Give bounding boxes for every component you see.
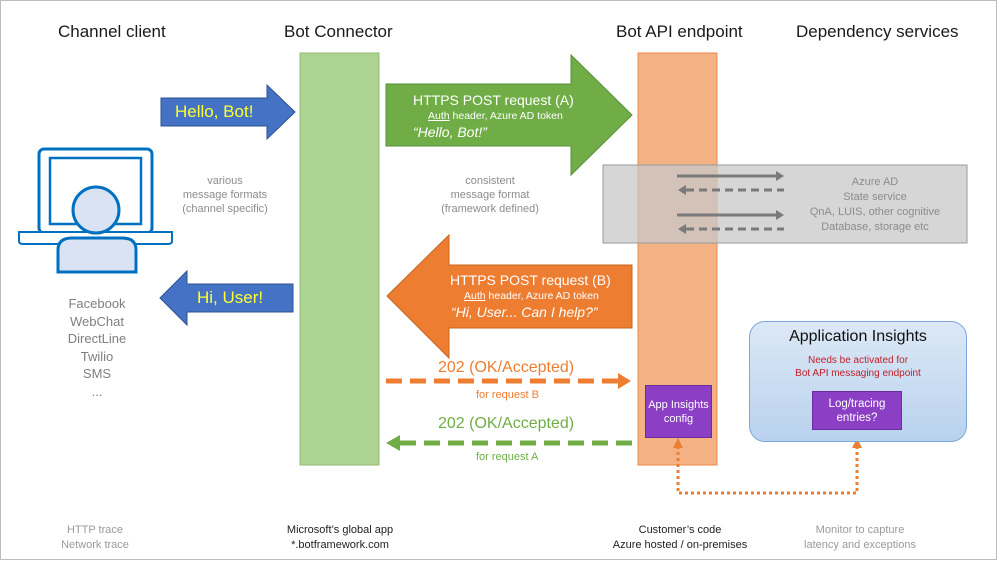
dependency-item: Azure AD xyxy=(851,176,899,188)
telemetry-arrowhead-log xyxy=(852,438,862,448)
hello-bot-arrow xyxy=(160,83,296,141)
response-b-status: 202 (OK/Accepted) xyxy=(438,359,575,376)
request-b-quote: “Hi, User... Can I help?” xyxy=(451,304,598,320)
response-a-status: 202 (OK/Accepted) xyxy=(438,415,575,432)
channel-item: ... xyxy=(91,383,103,399)
user-computer-icon xyxy=(18,147,173,274)
connector-format-note-line-3: (framework defined) xyxy=(441,203,539,215)
footer-monitor-line-1: Monitor to capture xyxy=(815,524,905,536)
request-a-auth: Auth header, Azure AD token xyxy=(428,110,563,122)
dependency-request-arrowhead-2 xyxy=(776,210,784,220)
dependency-arrows xyxy=(677,171,784,234)
channel-list: Facebook WebChat DirectLine Twilio SMS .… xyxy=(52,295,142,400)
connector-format-note: consistent message format (framework def… xyxy=(430,174,550,216)
request-b-title: HTTPS POST request (B) xyxy=(450,272,611,288)
footer-monitor-line-2: latency and exceptions xyxy=(804,539,916,551)
channel-format-note-line-2: message formats xyxy=(182,189,268,201)
hello-bot-label: Hello, Bot! xyxy=(175,102,254,121)
hi-user-arrow xyxy=(159,269,294,327)
request-b-arrow xyxy=(386,233,633,360)
hi-user-label: Hi, User! xyxy=(197,288,264,307)
channel-item: DirectLine xyxy=(67,331,127,346)
request-a-auth-rest: header, Azure AD token xyxy=(449,110,563,122)
column-title-dependency-services: Dependency services xyxy=(796,22,959,41)
response-b-arrowhead xyxy=(618,373,631,389)
dependency-item: State service xyxy=(843,191,907,203)
request-b-auth: Auth header, Azure AD token xyxy=(464,290,599,302)
channel-item: Twilio xyxy=(80,348,114,364)
application-insights-note-line-2: Bot API messaging endpoint xyxy=(795,368,921,379)
dependency-list: Azure AD State service QnA, LUIS, other … xyxy=(800,175,950,235)
footer-channel-line-1: HTTP trace xyxy=(66,524,124,536)
footer-connector-line-1: Microsoft’s global app xyxy=(286,524,394,536)
request-a-title: HTTPS POST request (A) xyxy=(413,92,574,108)
dependency-request-arrowhead-1 xyxy=(776,171,784,181)
channel-format-note: various message formats (channel specifi… xyxy=(172,174,278,216)
dependency-item: QnA, LUIS, other cognitive xyxy=(809,206,941,218)
response-a-arrowhead xyxy=(386,435,400,451)
connector-format-note-line-1: consistent xyxy=(465,175,515,187)
request-a-auth-word: Auth xyxy=(428,110,450,122)
footer-channel-line-2: Network trace xyxy=(61,539,129,551)
application-insights-note-line-1: Needs be activated for xyxy=(807,355,909,366)
request-a-quote: “Hello, Bot!” xyxy=(413,124,487,140)
bot-connector-bar xyxy=(299,52,380,466)
footer-endpoint-line-2: Azure hosted / on-premises xyxy=(612,539,748,551)
footer-connector-line-2: *.botframework.com xyxy=(291,539,389,551)
channel-item: WebChat xyxy=(70,313,124,329)
dependency-services-box xyxy=(602,164,968,244)
column-title-bot-api-endpoint: Bot API endpoint xyxy=(616,22,743,41)
column-title-bot-connector: Bot Connector xyxy=(284,22,393,41)
application-insights-title: Application Insights xyxy=(789,328,927,345)
app-insights-config-box: App Insights config xyxy=(645,385,712,438)
telemetry-arrowhead-config xyxy=(673,438,683,448)
channel-format-note-line-3: (channel specific) xyxy=(182,203,268,215)
response-b-note: for request B xyxy=(476,389,539,401)
dependency-response-arrowhead-2 xyxy=(678,224,686,234)
footer-channel: HTTP trace Network trace xyxy=(50,523,140,553)
dependency-response-arrowhead-1 xyxy=(678,185,686,195)
channel-format-note-line-1: various xyxy=(207,175,243,187)
application-insights-note: Needs be activated for Bot API messaging… xyxy=(750,354,966,380)
column-title-channel-client: Channel client xyxy=(58,22,166,41)
request-b-auth-rest: header, Azure AD token xyxy=(485,290,599,302)
footer-endpoint-line-1: Customer’s code xyxy=(638,524,722,536)
footer-monitor: Monitor to capture latency and exception… xyxy=(790,523,930,553)
dependency-item: Database, storage etc xyxy=(821,221,929,233)
channel-item: SMS xyxy=(82,366,112,381)
response-a-note: for request A xyxy=(476,451,539,463)
channel-item: Facebook xyxy=(68,296,126,311)
request-a-arrow xyxy=(385,53,633,177)
connector-format-note-line-2: message format xyxy=(450,189,530,201)
footer-connector: Microsoft’s global app *.botframework.co… xyxy=(275,523,405,553)
request-b-auth-word: Auth xyxy=(464,290,486,302)
footer-endpoint: Customer’s code Azure hosted / on-premis… xyxy=(605,523,755,553)
log-tracing-box: Log/tracing entries? xyxy=(812,391,902,430)
